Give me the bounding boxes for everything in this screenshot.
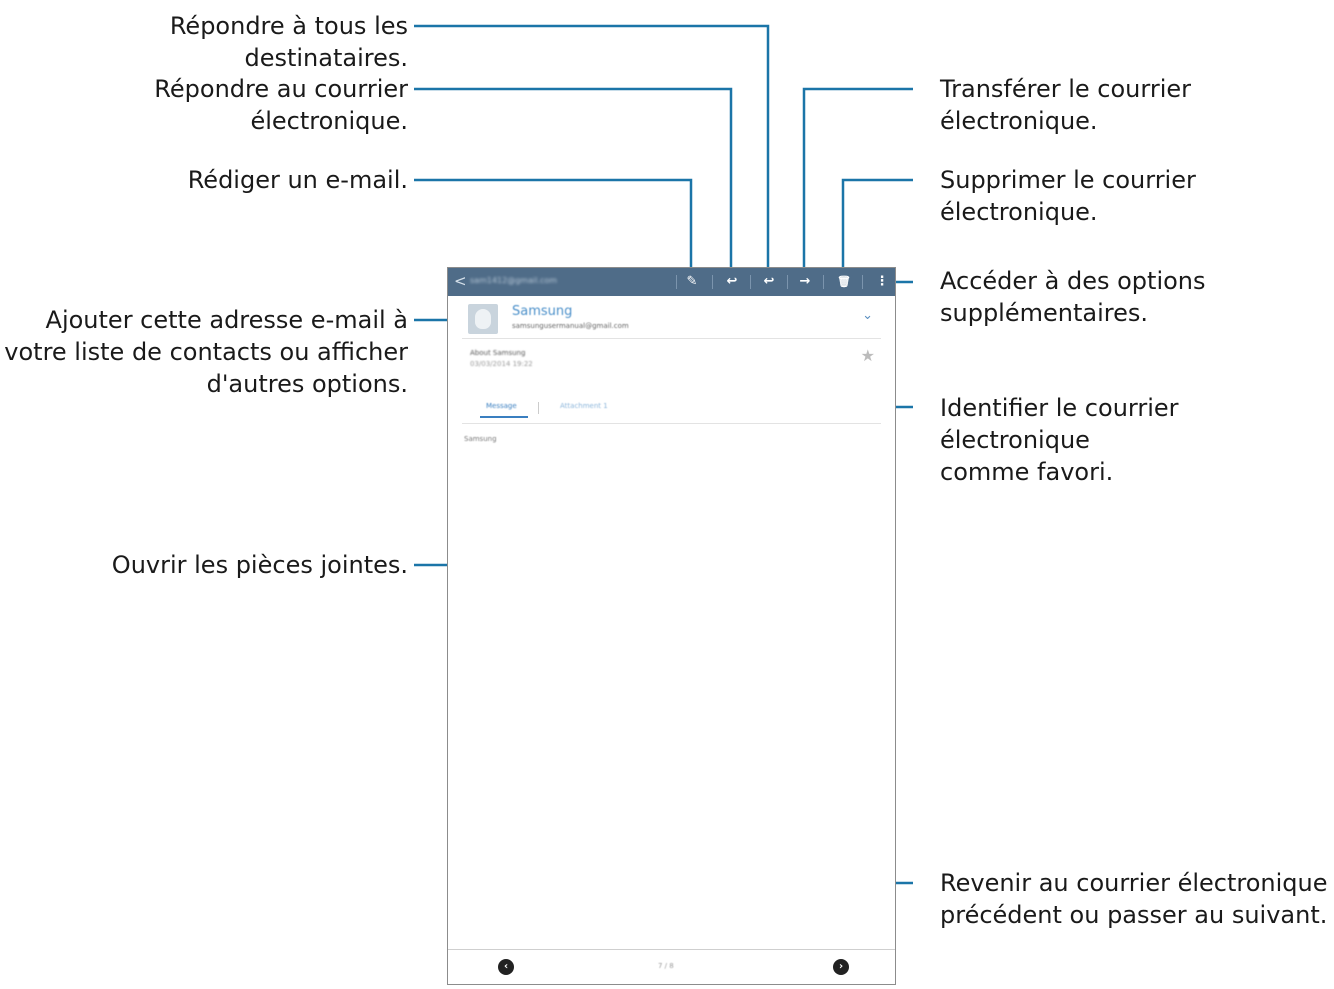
- tab-message[interactable]: Message: [486, 402, 517, 410]
- reply-icon[interactable]: ↩: [726, 274, 738, 289]
- callout-reply-all: Répondre à tous les destinataires.: [169, 12, 408, 72]
- separator: [862, 275, 863, 289]
- bottom-navigation: ‹ 7 / 8 ›: [448, 949, 895, 984]
- sender-row[interactable]: Samsung samsungusermanual@gmail.com ⌄: [448, 296, 895, 338]
- callout-favorite: Identifier le courrier électronique comm…: [940, 394, 1179, 486]
- separator: [712, 275, 713, 289]
- account-label: sam1412@gmail.com: [470, 276, 558, 285]
- leader-reply: [414, 87, 733, 268]
- favorite-star-icon[interactable]: ★: [860, 346, 875, 365]
- message-date: 03/03/2014 19:22: [470, 360, 533, 368]
- callout-more-options: Accéder à des options supplémentaires.: [940, 267, 1206, 327]
- message-subject: About Samsung: [470, 349, 526, 357]
- leader-forward: [802, 87, 913, 268]
- action-bar: < sam1412@gmail.com ✎ ↩ ↩ → 🗑 ⋮: [448, 268, 895, 296]
- avatar-face-icon: [475, 309, 491, 329]
- email-view-screen: < sam1412@gmail.com ✎ ↩ ↩ → 🗑 ⋮ Samsung …: [447, 267, 896, 985]
- sender-name: Samsung: [512, 304, 573, 319]
- callout-add-contact: Ajouter cette adresse e-mail à votre lis…: [4, 306, 408, 398]
- forward-icon[interactable]: →: [799, 274, 811, 289]
- previous-email-button[interactable]: ‹: [498, 959, 514, 975]
- divider: [462, 423, 881, 424]
- separator: [750, 275, 751, 289]
- callout-reply: Répondre au courrier électronique.: [154, 75, 408, 135]
- callout-delete: Supprimer le courrier électronique.: [940, 166, 1196, 226]
- leader-delete: [841, 178, 913, 268]
- sender-email: samsungusermanual@gmail.com: [512, 322, 629, 330]
- reply-all-icon[interactable]: ↩: [763, 274, 775, 289]
- message-body: Samsung: [464, 435, 497, 443]
- avatar[interactable]: [468, 304, 498, 334]
- callout-forward: Transférer le courrier électronique.: [940, 75, 1192, 135]
- separator: [823, 275, 824, 289]
- tab-separator: [538, 402, 539, 414]
- tab-attachment[interactable]: Attachment 1: [560, 402, 608, 410]
- leader-compose: [414, 178, 693, 268]
- callout-attachments: Ouvrir les pièces jointes.: [111, 551, 408, 579]
- separator: [676, 275, 677, 289]
- divider: [462, 338, 881, 339]
- separator: [787, 275, 788, 289]
- page-counter: 7 / 8: [658, 962, 674, 970]
- delete-icon[interactable]: 🗑: [837, 275, 851, 288]
- callout-compose: Rédiger un e-mail.: [187, 166, 408, 194]
- back-icon[interactable]: <: [454, 272, 467, 290]
- tab-message-indicator: [480, 416, 528, 418]
- more-options-icon[interactable]: ⋮: [875, 274, 889, 289]
- leader-reply-all: [414, 24, 770, 268]
- compose-icon[interactable]: ✎: [686, 274, 698, 289]
- callout-prev-next: Revenir au courrier électronique précéde…: [940, 869, 1328, 929]
- chevron-down-icon[interactable]: ⌄: [862, 308, 873, 323]
- next-email-button[interactable]: ›: [833, 959, 849, 975]
